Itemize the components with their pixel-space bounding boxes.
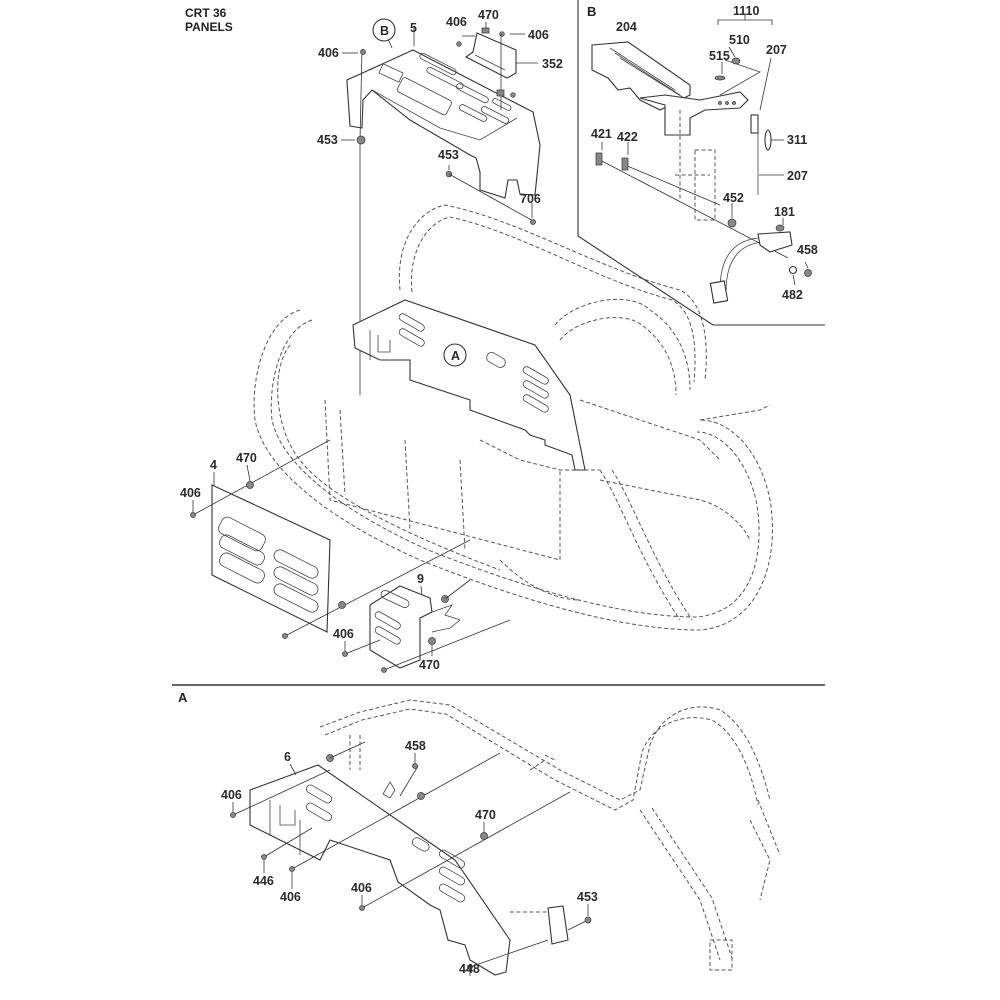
callouts-main: 406 B 5 406 470 406 352 453 453 706 A 4 … [180, 8, 563, 672]
model-name: CRT 36 [185, 6, 227, 20]
detail-a-marker [443, 343, 467, 367]
diagram-title: CRT 36 PANELS [185, 6, 233, 34]
part-352-bracket [464, 32, 517, 79]
callouts-detail-b: 1110 204 510 515 207 421 422 311 207 452… [591, 4, 818, 302]
callout-453: 453 [317, 133, 338, 147]
callout-706: 706 [520, 192, 541, 206]
callout-510: 510 [729, 33, 750, 47]
callout-406: 406 [221, 788, 242, 802]
callout-452: 452 [723, 191, 744, 205]
callout-6: 6 [284, 750, 291, 764]
callout-9: 9 [417, 572, 424, 586]
callout-470: 470 [419, 658, 440, 672]
callout-453: 453 [438, 148, 459, 162]
part-4-side-panel [190, 439, 471, 639]
callout-204: 204 [616, 20, 637, 34]
callout-1110: 1110 [733, 4, 759, 18]
callout-470: 470 [475, 808, 496, 822]
section-name: PANELS [185, 20, 233, 34]
callout-b-marker: B [380, 24, 389, 38]
detail-b-label: B [587, 4, 597, 19]
main-leaders [341, 22, 538, 395]
detail-b-marker [372, 18, 396, 42]
callout-515: 515 [709, 49, 730, 63]
callout-5: 5 [410, 21, 417, 35]
callout-352: 352 [542, 57, 563, 71]
callout-482: 482 [782, 288, 803, 302]
callout-406: 406 [318, 46, 339, 60]
callout-421: 421 [591, 127, 612, 141]
detail-a-label-leaders [192, 464, 589, 976]
callout-406: 406 [333, 627, 354, 641]
part-5-top-panel [346, 49, 541, 199]
callout-470: 470 [236, 451, 257, 465]
callout-458: 458 [797, 243, 818, 257]
callout-446: 446 [253, 874, 274, 888]
callout-422: 422 [617, 130, 638, 144]
callout-406: 406 [180, 486, 201, 500]
detail-a-frame-dashed [319, 699, 781, 971]
pedal-assembly [591, 14, 812, 304]
part-9-bracket [342, 579, 511, 673]
panel-a-in-assembly [352, 299, 586, 471]
mower-frame-dashed [253, 204, 773, 631]
callout-a-marker: A [451, 349, 460, 363]
callout-406: 406 [280, 890, 301, 904]
callout-406: 406 [528, 28, 549, 42]
callout-448: 448 [459, 962, 480, 976]
part-6-panel [230, 741, 592, 976]
callouts-detail-a: 6 458 406 470 446 406 406 453 448 [221, 739, 598, 976]
callout-453: 453 [577, 890, 598, 904]
callout-181: 181 [774, 205, 795, 219]
callout-470: 470 [478, 8, 499, 22]
callout-406: 406 [446, 15, 467, 29]
callout-4: 4 [210, 458, 217, 472]
callout-311: 311 [787, 133, 807, 147]
callout-406: 406 [351, 881, 372, 895]
callout-458: 458 [405, 739, 426, 753]
detail-b-frame [577, 0, 825, 326]
detail-a-label: A [178, 690, 188, 705]
callout-207: 207 [766, 43, 787, 57]
callout-207: 207 [787, 169, 808, 183]
